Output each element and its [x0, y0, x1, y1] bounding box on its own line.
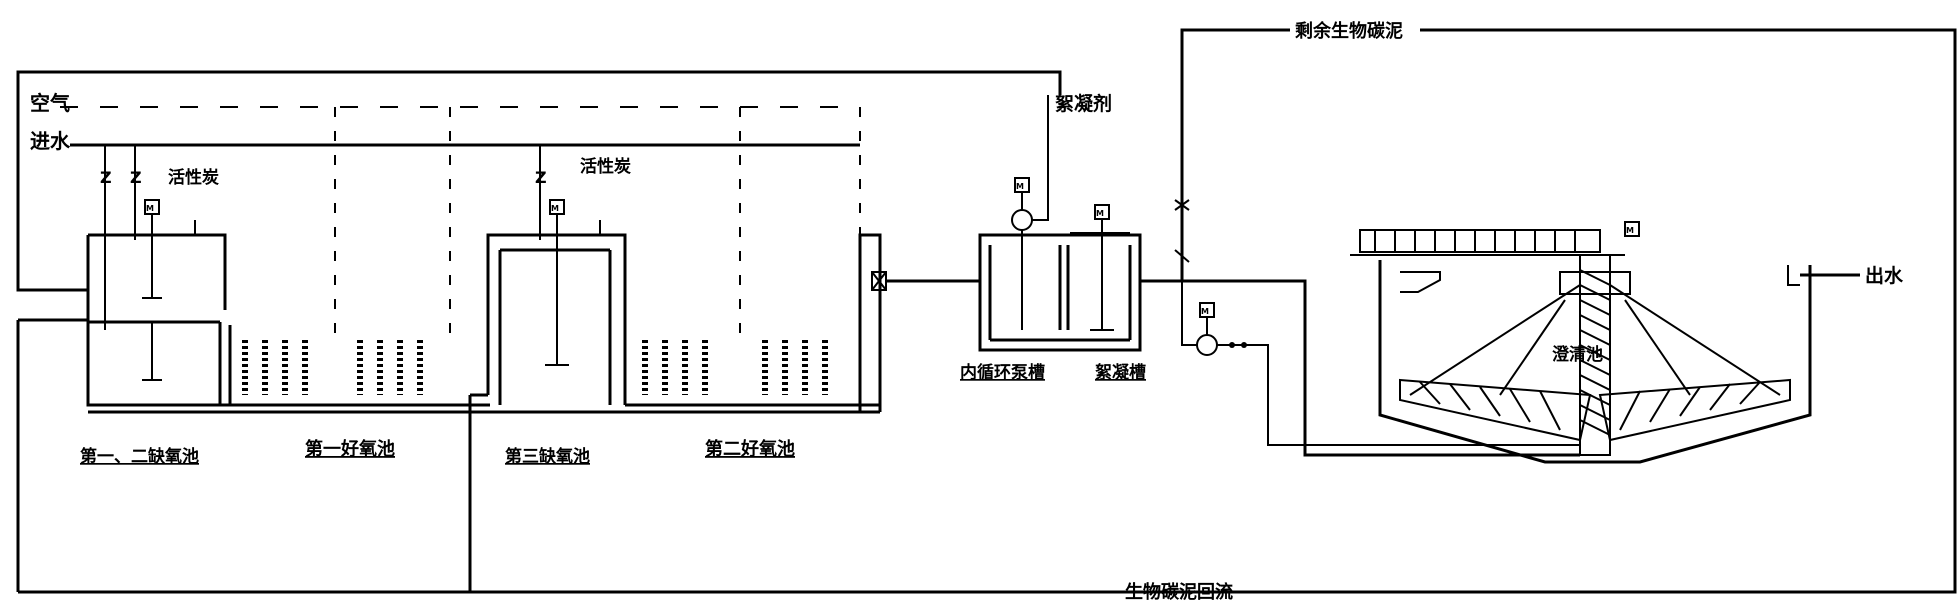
tank-aerobic-1	[88, 325, 490, 414]
tank-circulation-flocculation	[886, 95, 1142, 352]
valve-mark: Z	[535, 168, 547, 187]
flocculant-label: 絮凝剂	[1055, 92, 1112, 115]
activated-sludge-label-2: 活性炭	[580, 156, 631, 177]
clarifier	[1350, 221, 1860, 464]
return-sludge-line	[16, 28, 1957, 594]
svg-text:M: M	[1096, 209, 1104, 218]
air-feed-loop	[16, 70, 1062, 292]
motor-symbols: M M M M M M	[146, 182, 1634, 316]
clarifier-feed-line	[1140, 279, 1580, 457]
outflow-label: 出水	[1865, 264, 1904, 287]
svg-text:M: M	[1201, 307, 1209, 316]
tank-aerobic-2	[488, 233, 887, 414]
tank-anoxic-3	[486, 199, 627, 405]
valve-mark: Z	[100, 168, 112, 187]
svg-text:M: M	[146, 204, 154, 213]
valve-mark: Z	[130, 168, 142, 187]
tank-anoxic-12-label: 第一、二缺氧池	[80, 446, 199, 467]
tank-flocculation-label: 絮凝槽	[1095, 362, 1146, 383]
tank-anoxic-3-label: 第三缺氧池	[505, 446, 590, 467]
tank-clarifier-label: 澄清池	[1552, 344, 1603, 365]
excess-sludge-label: 剩余生物碳泥	[1295, 20, 1403, 42]
activated-sludge-label-1: 活性炭	[168, 167, 219, 188]
excess-sludge-line	[1174, 28, 1290, 280]
svg-text:M: M	[1016, 182, 1024, 191]
svg-text:M: M	[551, 204, 559, 213]
inflow-label: 进水	[30, 129, 71, 153]
tank-circulation-label: 内循环泵槽	[960, 362, 1045, 383]
svg-text:M: M	[1626, 226, 1634, 235]
return-sludge-label: 生物碳泥回流	[1125, 581, 1233, 603]
tank-anoxic-12	[86, 199, 227, 407]
air-label: 空气	[30, 91, 70, 115]
tank-aerobic-1-label: 第一好氧池	[305, 438, 395, 460]
air-line	[60, 106, 861, 345]
inflow-line: Z Z Z	[70, 143, 860, 330]
tank-aerobic-2-label: 第二好氧池	[705, 438, 795, 460]
